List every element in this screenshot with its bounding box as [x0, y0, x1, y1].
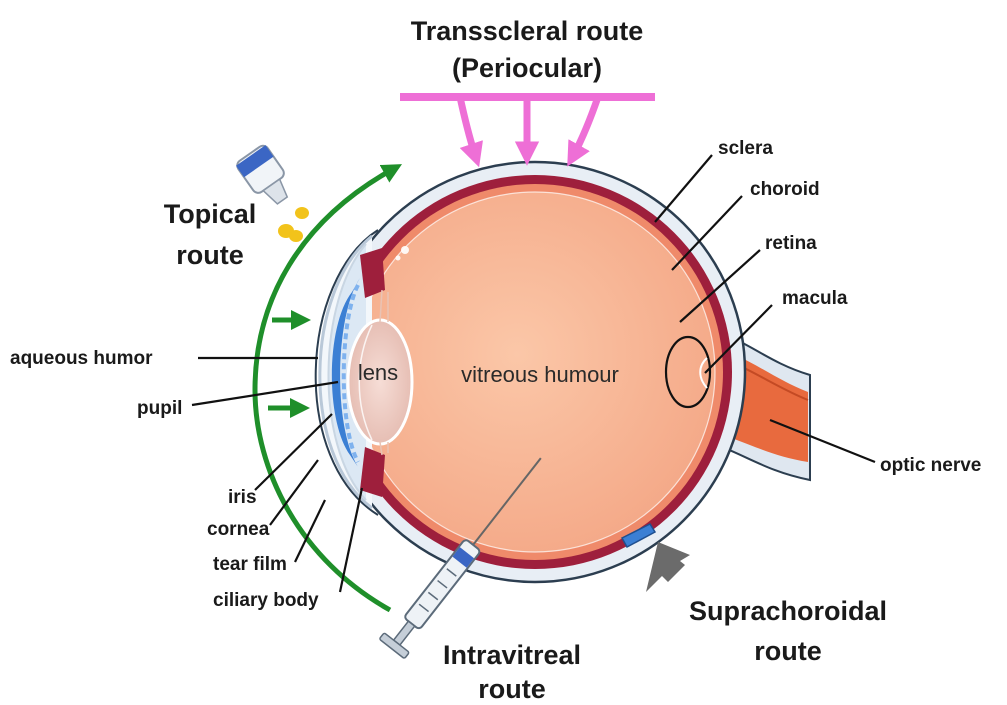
transscleral-title-line1: Transscleral route [411, 16, 644, 46]
intravitreal-title-line2: route [478, 674, 546, 704]
topical-title-line1: Topical [164, 199, 257, 229]
intravitreal-title-line1: Intravitreal [443, 640, 581, 670]
label-lens: lens [358, 360, 398, 385]
transscleral-arrows [400, 97, 655, 158]
label-retina: retina [765, 233, 817, 254]
transscleral-title-line2: (Periocular) [452, 53, 602, 83]
label-cornea: cornea [207, 519, 270, 540]
suprachoroidal-title-line1: Suprachoroidal [689, 596, 887, 626]
label-iris: iris [228, 487, 257, 508]
label-optic-nerve: optic nerve [880, 455, 981, 476]
suprachoroidal-arrow [646, 542, 690, 592]
topical-title-line2: route [176, 240, 244, 270]
label-ciliary-body: ciliary body [213, 590, 319, 611]
label-pupil: pupil [137, 398, 182, 419]
label-tear-film: tear film [213, 554, 287, 575]
label-choroid: choroid [750, 179, 820, 200]
label-sclera: sclera [718, 138, 773, 159]
label-vitreous: vitreous humour [461, 362, 619, 387]
label-macula: macula [782, 288, 848, 309]
drops-icon [278, 207, 309, 242]
suprachoroidal-title-line2: route [754, 636, 822, 666]
label-aqueous-humor: aqueous humor [10, 348, 153, 369]
